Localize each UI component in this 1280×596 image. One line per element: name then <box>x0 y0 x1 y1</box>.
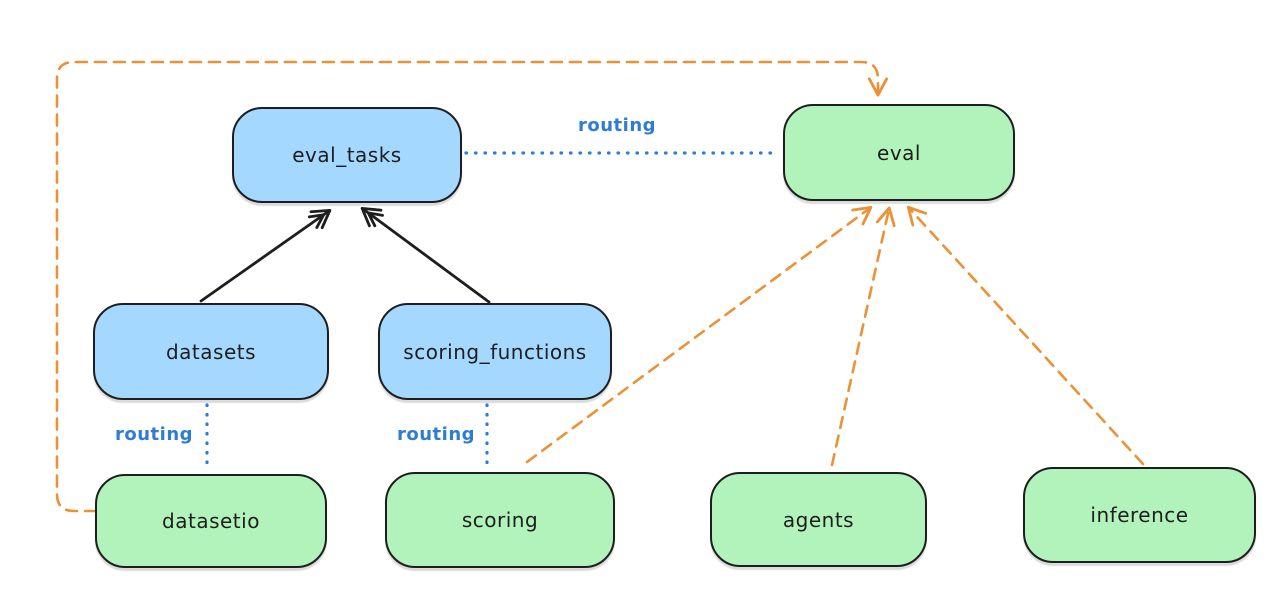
node-datasets-label: datasets <box>165 339 257 364</box>
node-scoring-functions-label: scoring_functions <box>403 339 587 364</box>
edge-scoring-functions-to-eval-tasks <box>360 206 491 304</box>
node-eval-tasks-label: eval_tasks <box>292 143 402 167</box>
node-datasets: datasets <box>93 303 329 400</box>
node-eval-tasks: eval_tasks <box>232 107 462 203</box>
node-eval: eval <box>783 104 1015 201</box>
routing-label-middle: routing <box>396 424 476 445</box>
edge-agents-to-eval <box>830 206 896 467</box>
routing-label-top: routing <box>577 115 657 136</box>
node-datasetio-label: datasetio <box>162 509 260 533</box>
node-scoring-functions: scoring_functions <box>378 303 612 400</box>
node-scoring: scoring <box>385 472 615 568</box>
node-scoring-label: scoring <box>461 508 539 532</box>
node-agents-label: agents <box>782 507 855 532</box>
edge-datasets-to-eval-tasks <box>199 208 332 303</box>
edge-inference-to-eval <box>906 205 1145 466</box>
node-datasetio: datasetio <box>95 474 327 568</box>
node-inference: inference <box>1023 467 1256 563</box>
edge-scoring-to-eval <box>525 205 873 464</box>
node-inference-label: inference <box>1090 503 1189 527</box>
node-eval-label: eval <box>877 140 921 165</box>
node-agents: agents <box>710 472 927 567</box>
routing-label-left: routing <box>114 424 194 445</box>
edge-datasetio-to-eval <box>55 60 889 513</box>
